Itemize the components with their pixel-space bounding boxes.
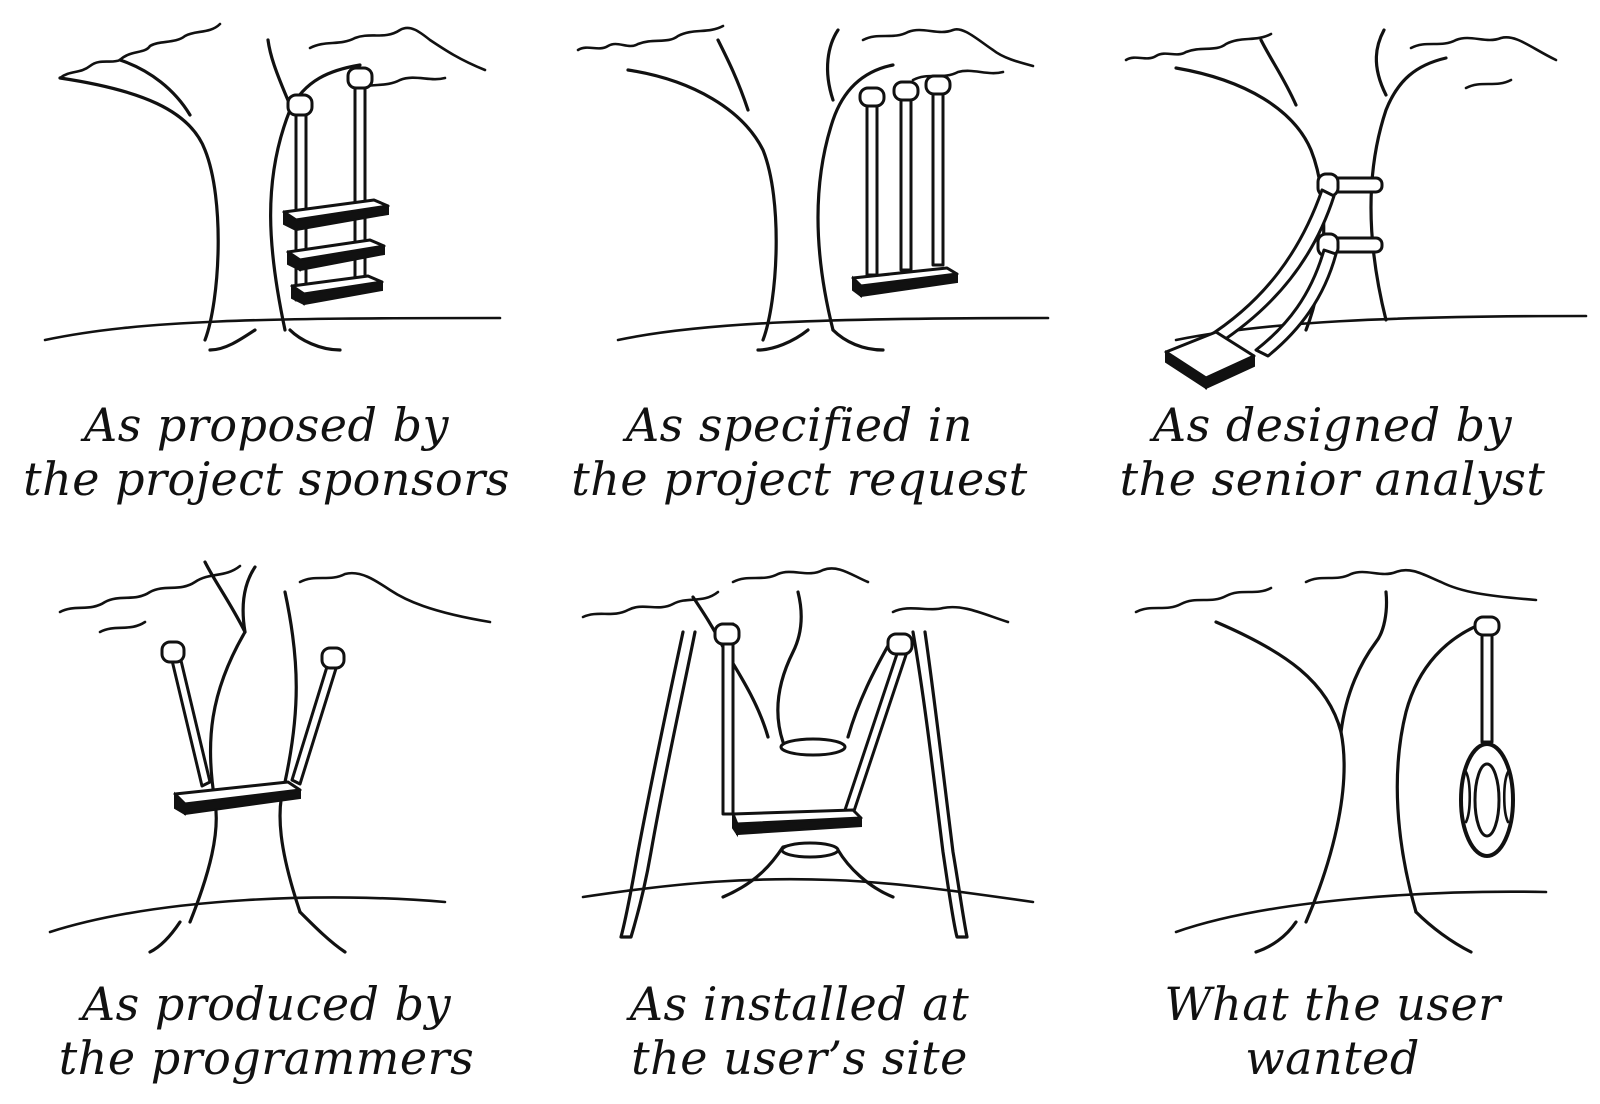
caption-line-2: the user’s site: [631, 1031, 968, 1085]
panel-wanted: What the user wanted: [1066, 552, 1599, 1104]
panel-installed: As installed at the user’s site: [533, 552, 1066, 1104]
tree-swing-three-ropes-illustration: [576, 24, 1050, 352]
caption-line-1: What the user: [1164, 977, 1501, 1031]
caption-specified: As specified in the project request: [533, 398, 1066, 506]
tree-swing-ladder-illustration: [43, 22, 502, 352]
caption-line-1: As produced by: [81, 977, 452, 1031]
tree-swing-propped-illustration: [581, 567, 1035, 939]
caption-line-1: As specified in: [625, 398, 974, 452]
caption-produced: As produced by the programmers: [0, 977, 533, 1085]
caption-line-2: wanted: [1245, 1031, 1420, 1085]
tree-swing-through-trunk-illustration: [48, 560, 492, 954]
panel-produced: As produced by the programmers: [0, 552, 533, 1104]
caption-line-1: As installed at: [629, 977, 970, 1031]
tree-tire-swing-illustration: [1134, 568, 1548, 954]
tree-swing-tied-to-trunk-illustration: [1124, 28, 1588, 390]
caption-line-2: the programmers: [58, 1031, 475, 1085]
caption-line-2: the senior analyst: [1119, 452, 1546, 506]
caption-designed: As designed by the senior analyst: [1066, 398, 1599, 506]
caption-installed: As installed at the user’s site: [533, 977, 1066, 1085]
caption-proposed: As proposed by the project sponsors: [0, 398, 533, 506]
caption-line-1: As proposed by: [83, 398, 450, 452]
panel-specified: As specified in the project request: [533, 0, 1066, 552]
panel-proposed: As proposed by the project sponsors: [0, 0, 533, 552]
panel-designed: As designed by the senior analyst: [1066, 0, 1599, 552]
caption-line-2: the project request: [571, 452, 1028, 506]
caption-line-2: the project sponsors: [23, 452, 510, 506]
caption-line-1: As designed by: [1152, 398, 1513, 452]
caption-wanted: What the user wanted: [1066, 977, 1599, 1085]
